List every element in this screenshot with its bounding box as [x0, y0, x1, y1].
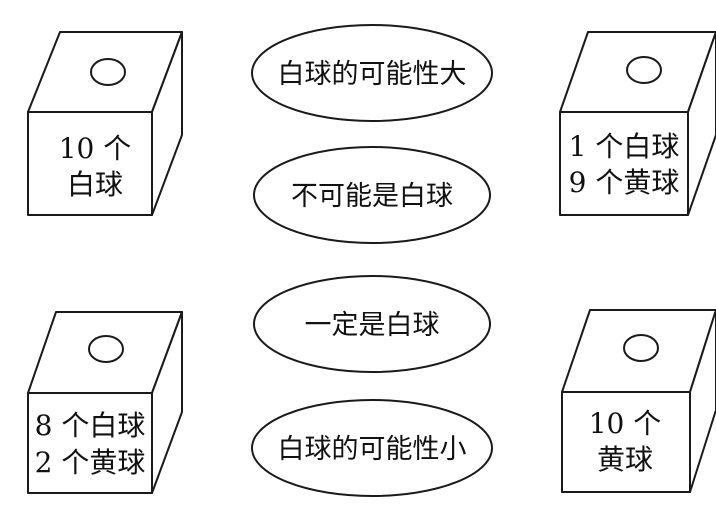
- oval-label: 不可能是白球: [291, 181, 453, 212]
- box-label-line-2: 2 个黄球: [35, 446, 146, 479]
- box-front-face: [27, 392, 153, 494]
- box-label-line-2: 白球: [67, 168, 123, 201]
- oval-unlikely-white[interactable]: 白球的可能性小: [251, 399, 493, 497]
- box-front-face: [559, 111, 689, 216]
- box-label-line-1: 10 个: [59, 132, 132, 165]
- oval-shape: [251, 24, 493, 122]
- box-hole-icon: [88, 335, 124, 363]
- oval-shape: [253, 275, 491, 373]
- box-front-face: [27, 111, 153, 216]
- oval-shape: [253, 146, 491, 244]
- box-hole-icon: [626, 56, 662, 84]
- box-label-line-1: 1 个白球: [569, 130, 680, 163]
- box-top-left[interactable]: 10 个 白球: [27, 31, 183, 216]
- box-front-face: [561, 391, 691, 493]
- box-hole-icon: [623, 334, 659, 362]
- box-bottom-right[interactable]: 10 个 黄球: [561, 309, 716, 493]
- box-bottom-left[interactable]: 8 个白球 2 个黄球: [27, 311, 183, 494]
- oval-certain-white[interactable]: 一定是白球: [253, 275, 491, 373]
- oval-impossible-white[interactable]: 不可能是白球: [253, 146, 491, 244]
- box-label-line-2: 9 个黄球: [569, 166, 680, 199]
- oval-label: 白球的可能性大: [278, 59, 467, 90]
- oval-label: 一定是白球: [305, 310, 440, 341]
- box-top-right[interactable]: 1 个白球 9 个黄球: [559, 31, 716, 216]
- box-label-line-1: 8 个白球: [35, 409, 146, 442]
- box-label-line-2: 黄球: [597, 443, 653, 476]
- oval-shape: [251, 399, 493, 497]
- box-label-line-1: 10 个: [589, 407, 662, 440]
- oval-likely-white[interactable]: 白球的可能性大: [251, 24, 493, 122]
- box-hole-icon: [90, 58, 126, 86]
- oval-label: 白球的可能性小: [278, 434, 467, 465]
